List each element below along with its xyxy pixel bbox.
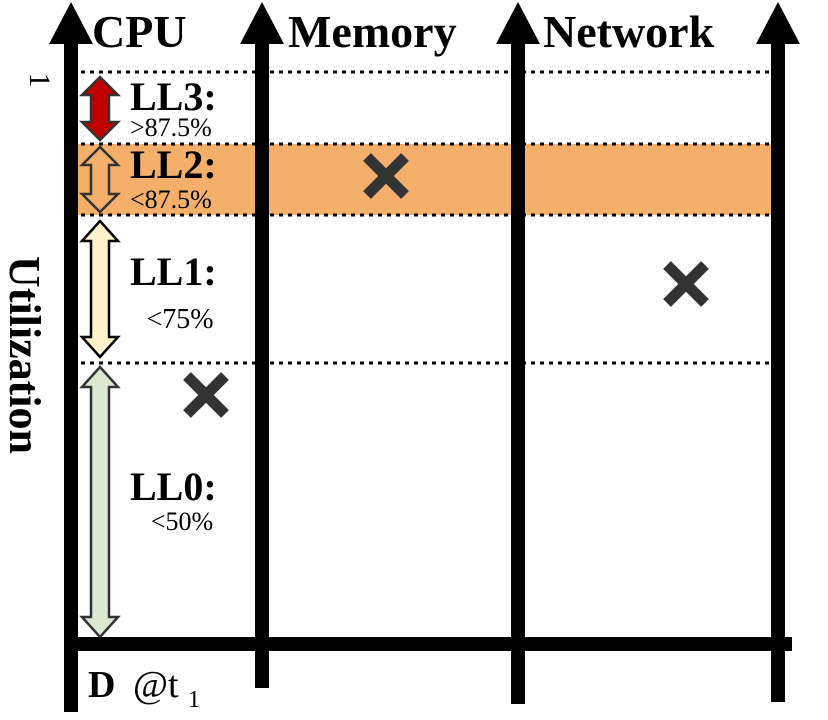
time-label-prefix: D <box>88 664 115 706</box>
axis-memory <box>240 2 284 688</box>
axis-cpu <box>49 2 93 712</box>
level-name-ll3: LL3: <box>130 74 217 119</box>
axis-right <box>756 2 800 702</box>
level-range-ll1: <75% <box>146 304 213 335</box>
column-header-network: Network <box>543 6 715 57</box>
level-name-ll0: LL0: <box>130 464 217 509</box>
ll2-highlight-band <box>72 144 778 215</box>
level-range-ll0: <50% <box>151 507 213 536</box>
time-label: D @t 1 <box>88 664 200 713</box>
arrowhead-network <box>496 2 540 44</box>
arrow-ll3 <box>78 75 122 142</box>
y-axis-top-tick: 1 <box>23 73 56 88</box>
level-range-ll2: <87.5% <box>130 185 212 214</box>
arrow-ll1 <box>79 219 121 359</box>
time-label-at: @t <box>133 664 179 706</box>
level-name-ll1: LL1: <box>130 249 217 294</box>
level-name-ll2: LL2: <box>130 142 217 187</box>
y-axis-label: Utilization <box>0 256 49 454</box>
axis-network <box>496 2 540 704</box>
arrowhead-right <box>756 2 800 44</box>
arrow-ll0 <box>79 365 121 639</box>
level-marker-memory <box>363 153 409 199</box>
column-header-cpu: CPU <box>92 6 187 57</box>
time-label-subscript: 1 <box>188 687 200 713</box>
level-boundaries <box>72 70 778 365</box>
arrowhead-cpu <box>49 2 93 44</box>
arrow-ll2 <box>78 145 122 214</box>
level-marker-network <box>663 261 709 307</box>
baseline-axis <box>64 637 792 651</box>
column-header-memory: Memory <box>288 6 457 57</box>
arrowhead-memory <box>240 2 284 44</box>
level-range-ll3: >87.5% <box>130 113 212 142</box>
level-marker-cpu <box>183 372 229 418</box>
